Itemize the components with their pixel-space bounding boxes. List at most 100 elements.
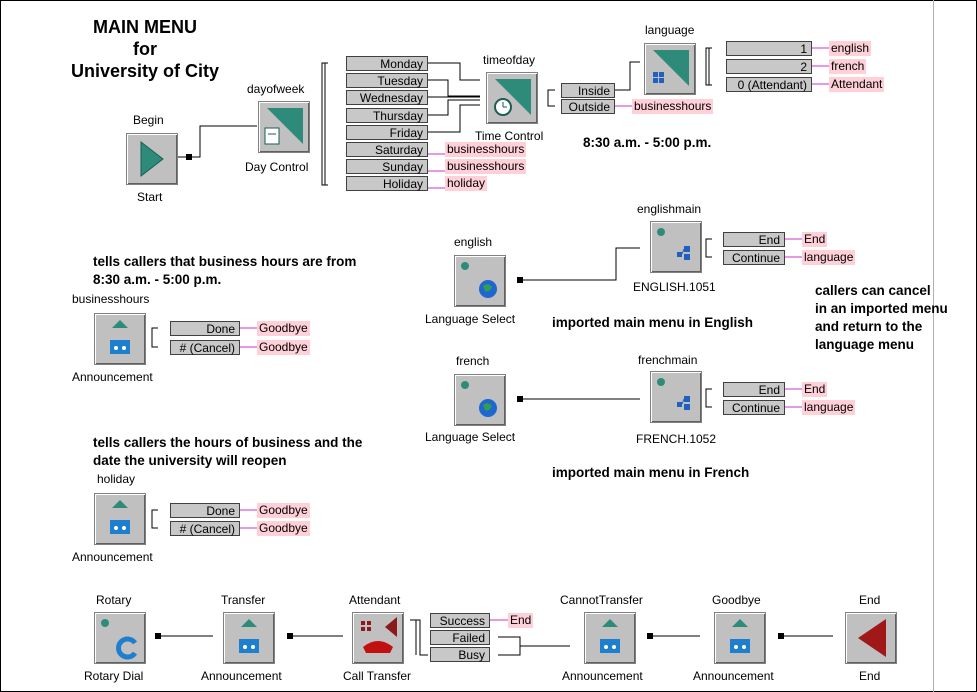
frenchmain-node[interactable]: [650, 371, 702, 423]
hol-note-line-1: tells callers the hours of business and …: [93, 435, 363, 450]
imported-menu-icon: [657, 228, 690, 260]
start-icon: [140, 140, 164, 178]
hol-note-line-2: date the university will reopen: [93, 453, 287, 468]
option-button[interactable]: Sunday: [346, 159, 428, 175]
node-name-rotary: Rotary: [96, 593, 132, 607]
option-button[interactable]: Friday: [346, 124, 428, 140]
option-target-link[interactable]: Goodbye: [257, 340, 310, 355]
cancel-note-line-1: callers can cancel: [815, 283, 931, 298]
option-target-link[interactable]: End: [802, 232, 828, 247]
end-node[interactable]: [845, 612, 897, 664]
option-button[interactable]: Saturday: [346, 142, 428, 157]
option-button[interactable]: 1: [726, 41, 812, 56]
imported-menu-icon: [657, 378, 690, 410]
node-type-cannottransfer: Announcement: [562, 669, 643, 683]
imported-english-note: imported main menu in English: [552, 315, 754, 330]
option-target-link[interactable]: End: [508, 613, 534, 628]
businesshours-announcement-node[interactable]: [94, 313, 146, 365]
start-node[interactable]: [126, 133, 178, 185]
option-button[interactable]: End: [723, 382, 785, 397]
node-type-timeofday: Time Control: [475, 129, 544, 143]
cancel-note-line-3: and return to the: [815, 319, 923, 334]
english-language-select-node[interactable]: [454, 255, 506, 307]
node-name-frenchmain: frenchmain: [638, 353, 698, 367]
option-button[interactable]: Done: [170, 503, 240, 518]
node-type-begin: Start: [137, 190, 163, 204]
announcement-icon: [110, 500, 130, 534]
title-line-1: MAIN MENU: [93, 17, 197, 37]
option-button[interactable]: Continue: [723, 250, 785, 265]
option-button[interactable]: End: [723, 232, 785, 247]
day-control-node[interactable]: [258, 101, 310, 153]
option-button[interactable]: Holiday: [346, 176, 428, 192]
node-name-french: french: [456, 354, 490, 368]
language-node[interactable]: [644, 43, 696, 95]
option-button[interactable]: Busy: [430, 647, 490, 662]
business-hours-note: tells callers that business hours are fr…: [93, 253, 356, 289]
hours-note: 8:30 a.m. - 5:00 p.m.: [583, 135, 712, 150]
holiday-announcement-node[interactable]: [94, 493, 146, 545]
cancel-note: callers can cancel in an imported menu a…: [815, 282, 948, 354]
option-target-link[interactable]: businesshours: [632, 99, 714, 114]
globe-icon: [461, 381, 497, 417]
day-control-icon: [264, 108, 303, 145]
node-name-begin: Begin: [133, 113, 164, 127]
node-type-attendant: Call Transfer: [343, 669, 412, 683]
call-transfer-node[interactable]: [352, 612, 404, 664]
option-button[interactable]: # (Cancel): [170, 340, 240, 355]
node-name-english: english: [454, 235, 493, 249]
title-line-3: University of City: [70, 61, 220, 81]
option-button[interactable]: 2: [726, 59, 812, 74]
option-target-link[interactable]: End: [802, 382, 828, 397]
option-button[interactable]: Success: [430, 613, 490, 628]
end-icon: [858, 619, 886, 657]
option-target-link[interactable]: french: [829, 59, 867, 74]
englishmain-node[interactable]: [650, 221, 702, 273]
announcement-icon: [239, 619, 259, 653]
transfer-announcement-node[interactable]: [223, 612, 275, 664]
node-name-language: language: [645, 23, 695, 37]
node-name-dayofweek: dayofweek: [247, 82, 305, 96]
node-name-holiday: holiday: [97, 472, 136, 486]
language-menu-icon: [653, 50, 689, 86]
option-target-link[interactable]: businesshours: [445, 159, 527, 175]
node-type-businesshours: Announcement: [72, 370, 153, 384]
option-target-link[interactable]: Goodbye: [257, 521, 310, 536]
option-button[interactable]: Continue: [723, 400, 785, 415]
node-type-englishmain: ENGLISH.1051: [633, 280, 716, 294]
rotary-dial-node[interactable]: [94, 612, 146, 664]
diagram-title: MAIN MENU for University of City: [55, 16, 235, 82]
option-target-link[interactable]: holiday: [445, 176, 488, 192]
option-target-link[interactable]: Attendant: [829, 77, 885, 92]
node-type-end: End: [859, 669, 881, 683]
time-control-node[interactable]: [486, 72, 538, 124]
option-target-link[interactable]: businesshours: [445, 142, 527, 157]
option-button[interactable]: Done: [170, 321, 240, 336]
option-target-link[interactable]: language: [802, 250, 856, 265]
node-name-businesshours: businesshours: [72, 292, 150, 306]
option-target-link[interactable]: language: [802, 400, 856, 415]
bh-note-line-2: 8:30 a.m. - 5:00 p.m.: [93, 272, 222, 287]
goodbye-announcement-node[interactable]: [714, 612, 766, 664]
holiday-note: tells callers the hours of business and …: [93, 434, 362, 470]
option-button[interactable]: Outside: [561, 99, 615, 114]
option-button[interactable]: 0 (Attendant): [726, 77, 812, 92]
option-target-link[interactable]: Goodbye: [257, 321, 310, 336]
option-button[interactable]: Monday: [346, 56, 428, 71]
cancel-note-line-4: language menu: [815, 337, 915, 352]
node-type-french: Language Select: [425, 430, 516, 444]
option-button[interactable]: Tuesday: [346, 73, 428, 89]
cannottransfer-announcement-node[interactable]: [584, 612, 636, 664]
option-button[interactable]: Inside: [561, 83, 615, 98]
option-target-link[interactable]: english: [829, 41, 872, 56]
option-button[interactable]: Wednesday: [346, 90, 428, 106]
cancel-note-line-2: in an imported menu: [815, 301, 948, 316]
option-button[interactable]: # (Cancel): [170, 521, 240, 536]
node-name-cannottransfer: CannotTransfer: [560, 593, 643, 607]
option-target-link[interactable]: Goodbye: [257, 503, 310, 518]
french-language-select-node[interactable]: [454, 374, 506, 426]
option-button[interactable]: Failed: [430, 630, 490, 645]
node-type-frenchmain: FRENCH.1052: [636, 432, 717, 446]
option-button[interactable]: Thursday: [346, 107, 428, 123]
